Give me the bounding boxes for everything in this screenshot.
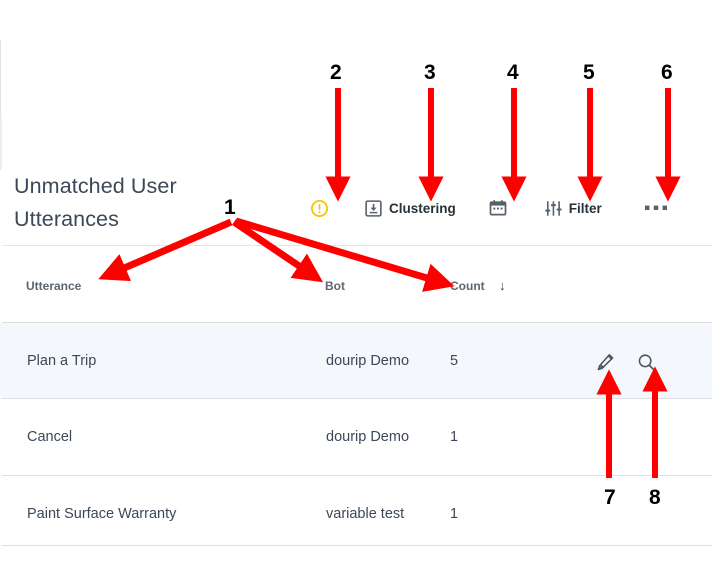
column-header-count[interactable]: Count (450, 279, 485, 293)
table-row[interactable]: Plan a Trip dourip Demo 5 (0, 323, 712, 399)
cell-utterance: Paint Surface Warranty (27, 506, 177, 522)
date-range-button[interactable] (489, 199, 507, 217)
clustering-download-box-icon (365, 199, 382, 217)
table-row[interactable]: Paint Surface Warranty variable test 1 (0, 476, 712, 552)
panel-header: Unmatched User Utterances (0, 160, 712, 245)
clustering-label: Clustering (389, 200, 456, 216)
row-actions (596, 349, 672, 375)
calendar-icon (489, 199, 507, 217)
row-divider (2, 545, 712, 546)
search-magnifier-icon[interactable] (637, 353, 656, 372)
sort-direction-arrow-icon[interactable]: ↓ (499, 278, 506, 293)
warning-circle-icon (310, 199, 329, 218)
clustering-button[interactable]: Clustering (365, 199, 456, 217)
table-header-row: Utterance Bot Count ↓ (0, 246, 712, 322)
cell-bot: dourip Demo (326, 429, 410, 445)
page-title: Unmatched User Utterances (14, 174, 177, 231)
cell-count: 1 (450, 506, 459, 522)
edit-pencil-icon[interactable] (596, 353, 615, 372)
more-options-button[interactable] (644, 204, 668, 212)
window-left-edge (0, 40, 1, 170)
cell-utterance: Cancel (27, 429, 73, 445)
alerts-button[interactable] (310, 199, 329, 218)
column-header-utterance[interactable]: Utterance (26, 279, 82, 293)
row-divider (2, 398, 712, 399)
more-options-ellipsis-icon (644, 204, 668, 212)
cell-bot: variable test (326, 506, 405, 522)
column-header-bot[interactable]: Bot (325, 279, 345, 293)
filter-button[interactable]: Filter (545, 200, 602, 217)
table-row[interactable]: Cancel dourip Demo 1 (0, 399, 712, 475)
cell-count: 5 (450, 353, 459, 369)
cell-utterance: Plan a Trip (27, 353, 97, 369)
row-divider (2, 475, 712, 476)
filter-label: Filter (568, 200, 602, 216)
panel-toolbar: Clustering (310, 194, 668, 222)
row-divider (2, 322, 712, 323)
window-left-edge-secondary (0, 118, 2, 168)
filter-sliders-icon (545, 200, 562, 217)
cell-count: 1 (450, 429, 459, 445)
cell-bot: dourip Demo (326, 353, 410, 369)
